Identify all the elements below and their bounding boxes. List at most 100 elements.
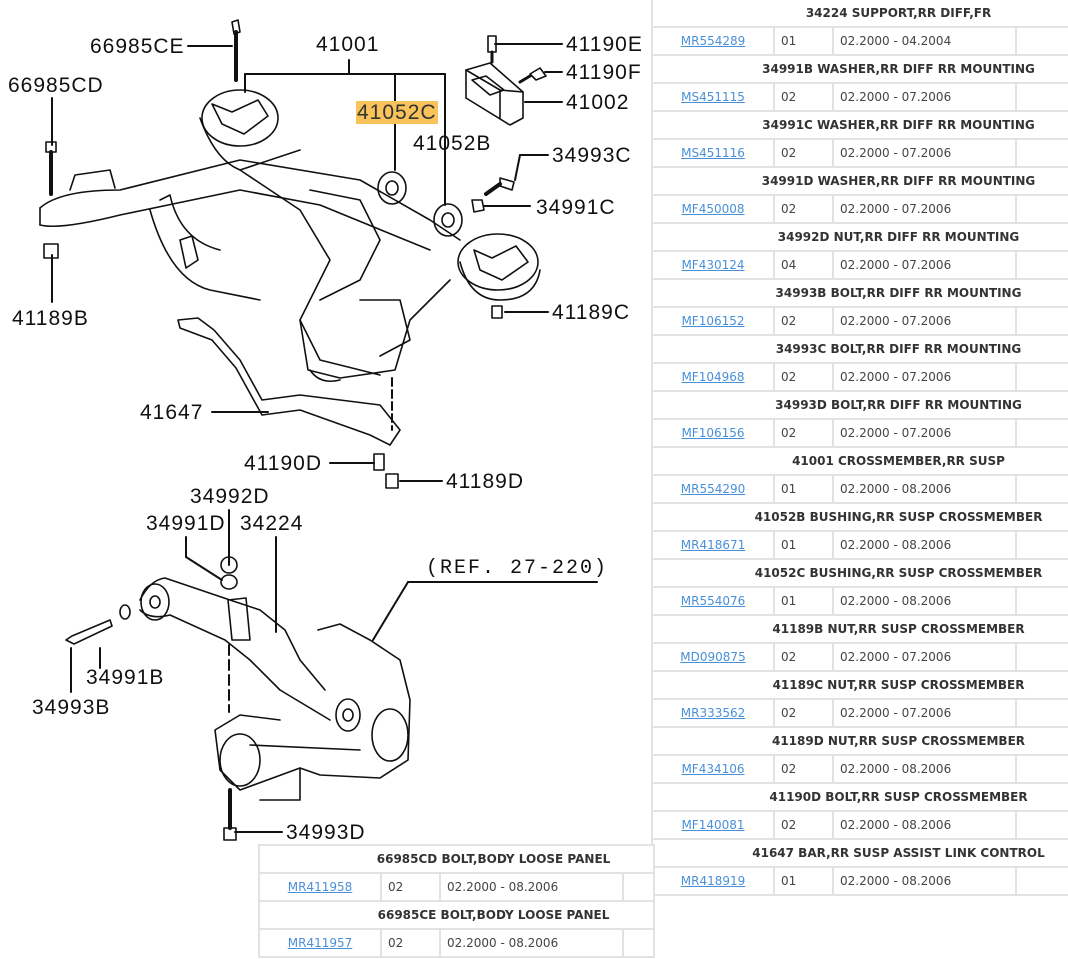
- part-number-link[interactable]: MR418919: [680, 874, 746, 888]
- part-description: 41189D NUT,RR SUSP CROSSMEMBER: [650, 726, 1068, 756]
- part-group-heading: 41001 CROSSMEMBER,RR SUSP: [650, 446, 1068, 476]
- part-number-link[interactable]: MR418671: [680, 538, 746, 552]
- empty-cell: [1014, 530, 1068, 560]
- quantity-cell: 02: [380, 872, 441, 902]
- callout-34993B[interactable]: 34993B: [32, 696, 111, 719]
- date-range-cell: 02.2000 - 07.2006: [832, 82, 1017, 112]
- part-description: 34993B BOLT,RR DIFF RR MOUNTING: [650, 278, 1068, 308]
- date-range-cell: 02.2000 - 07.2006: [832, 194, 1017, 224]
- empty-cell: [1014, 306, 1068, 336]
- quantity-cell: 01: [773, 866, 834, 896]
- date-range-cell: 02.2000 - 07.2006: [832, 698, 1017, 728]
- callout-66985CE[interactable]: 66985CE: [90, 35, 185, 58]
- part-number-link[interactable]: MF106152: [681, 314, 745, 328]
- date-range-cell: 02.2000 - 08.2006: [439, 928, 624, 958]
- part-number-link[interactable]: MR554289: [680, 34, 746, 48]
- callout-41189C[interactable]: 41189C: [552, 301, 631, 324]
- empty-cell: [1014, 642, 1068, 672]
- part-number-link[interactable]: MF450008: [681, 202, 745, 216]
- part-group-heading: 41189D NUT,RR SUSP CROSSMEMBER: [650, 726, 1068, 756]
- part-group-heading: 34991D WASHER,RR DIFF RR MOUNTING: [650, 166, 1068, 196]
- part-description: 34991D WASHER,RR DIFF RR MOUNTING: [650, 166, 1068, 196]
- callout-41190D[interactable]: 41190D: [244, 452, 323, 475]
- part-number-cell: MR418919: [651, 866, 775, 896]
- callout-41647[interactable]: 41647: [140, 401, 204, 424]
- part-number-cell: MS451116: [651, 138, 775, 168]
- callout-34991B[interactable]: 34991B: [86, 666, 165, 689]
- part-number-link[interactable]: MR333562: [680, 706, 746, 720]
- part-group-heading: 41052C BUSHING,RR SUSP CROSSMEMBER: [650, 558, 1068, 588]
- callout-34992D[interactable]: 34992D: [190, 485, 270, 508]
- part-number-cell: MR554290: [651, 474, 775, 504]
- part-group-heading: 34993C BOLT,RR DIFF RR MOUNTING: [650, 334, 1068, 364]
- quantity-cell: 02: [380, 928, 441, 958]
- empty-cell: [1014, 474, 1068, 504]
- callout-41190F[interactable]: 41190F: [566, 61, 642, 84]
- callout-34991D[interactable]: 34991D: [146, 512, 226, 535]
- callout-41002[interactable]: 41002: [566, 91, 630, 114]
- part-number-cell: MF106156: [651, 418, 775, 448]
- empty-cell: [1014, 194, 1068, 224]
- part-number-link[interactable]: MS451116: [681, 146, 745, 160]
- part-description: 41190D BOLT,RR SUSP CROSSMEMBER: [650, 782, 1068, 812]
- empty-cell: [1014, 250, 1068, 280]
- part-number-link[interactable]: MF430124: [681, 258, 745, 272]
- part-number-link[interactable]: MR411957: [287, 936, 353, 950]
- part-description: 41052C BUSHING,RR SUSP CROSSMEMBER: [650, 558, 1068, 588]
- callout-34993D[interactable]: 34993D: [286, 821, 366, 844]
- part-number-cell: MF106152: [651, 306, 775, 336]
- part-number-link[interactable]: MF104968: [681, 370, 745, 384]
- part-number-link[interactable]: MD090875: [680, 650, 746, 664]
- empty-cell: [1014, 26, 1068, 56]
- callout-41001[interactable]: 41001: [316, 33, 380, 56]
- part-group-heading: 34224 SUPPORT,RR DIFF,FR: [650, 0, 1068, 28]
- quantity-cell: 02: [773, 194, 834, 224]
- part-number-cell: MF140081: [651, 810, 775, 840]
- callout-41190E[interactable]: 41190E: [566, 33, 643, 56]
- callout-34224[interactable]: 34224: [240, 512, 304, 535]
- part-number-cell: MS451115: [651, 82, 775, 112]
- quantity-cell: 02: [773, 82, 834, 112]
- crossmember: [39, 89, 541, 383]
- part-description: 34991B WASHER,RR DIFF RR MOUNTING: [650, 54, 1068, 84]
- part-number-link[interactable]: MR554076: [680, 594, 746, 608]
- callout-34993C[interactable]: 34993C: [552, 144, 632, 167]
- quantity-cell: 02: [773, 418, 834, 448]
- part-number-link[interactable]: MF434106: [681, 762, 745, 776]
- empty-cell: [1014, 418, 1068, 448]
- quantity-cell: 02: [773, 306, 834, 336]
- part-group-heading: 34991C WASHER,RR DIFF RR MOUNTING: [650, 110, 1068, 140]
- part-number-link[interactable]: MR411958: [287, 880, 353, 894]
- date-range-cell: 02.2000 - 07.2006: [832, 642, 1017, 672]
- callout-41189D[interactable]: 41189D: [446, 470, 525, 493]
- callout-41052C-highlighted[interactable]: 41052C: [356, 101, 438, 124]
- part-description: 34224 SUPPORT,RR DIFF,FR: [650, 0, 1068, 28]
- callout-41052B[interactable]: 41052B: [413, 132, 492, 155]
- part-number-cell: MR411957: [258, 928, 382, 958]
- callout-41189B[interactable]: 41189B: [12, 307, 89, 330]
- quantity-cell: 01: [773, 26, 834, 56]
- callout-66985CD[interactable]: 66985CD: [8, 74, 104, 97]
- empty-cell: [1014, 82, 1068, 112]
- parts-table-right: 34224 SUPPORT,RR DIFF,FR MR554289 01 02.200…: [650, 0, 1068, 896]
- quantity-cell: 02: [773, 642, 834, 672]
- part-description: 41052B BUSHING,RR SUSP CROSSMEMBER: [650, 502, 1068, 532]
- part-number-link[interactable]: MF106156: [681, 426, 745, 440]
- part-number-cell: MF434106: [651, 754, 775, 784]
- part-number-link[interactable]: MF140081: [681, 818, 745, 832]
- part-group-heading: 34992D NUT,RR DIFF RR MOUNTING: [650, 222, 1068, 252]
- callout-34991C[interactable]: 34991C: [536, 196, 616, 219]
- date-range-cell: 02.2000 - 08.2006: [439, 872, 624, 902]
- part-number-link[interactable]: MR554290: [680, 482, 746, 496]
- part-number-link[interactable]: MS451115: [681, 90, 745, 104]
